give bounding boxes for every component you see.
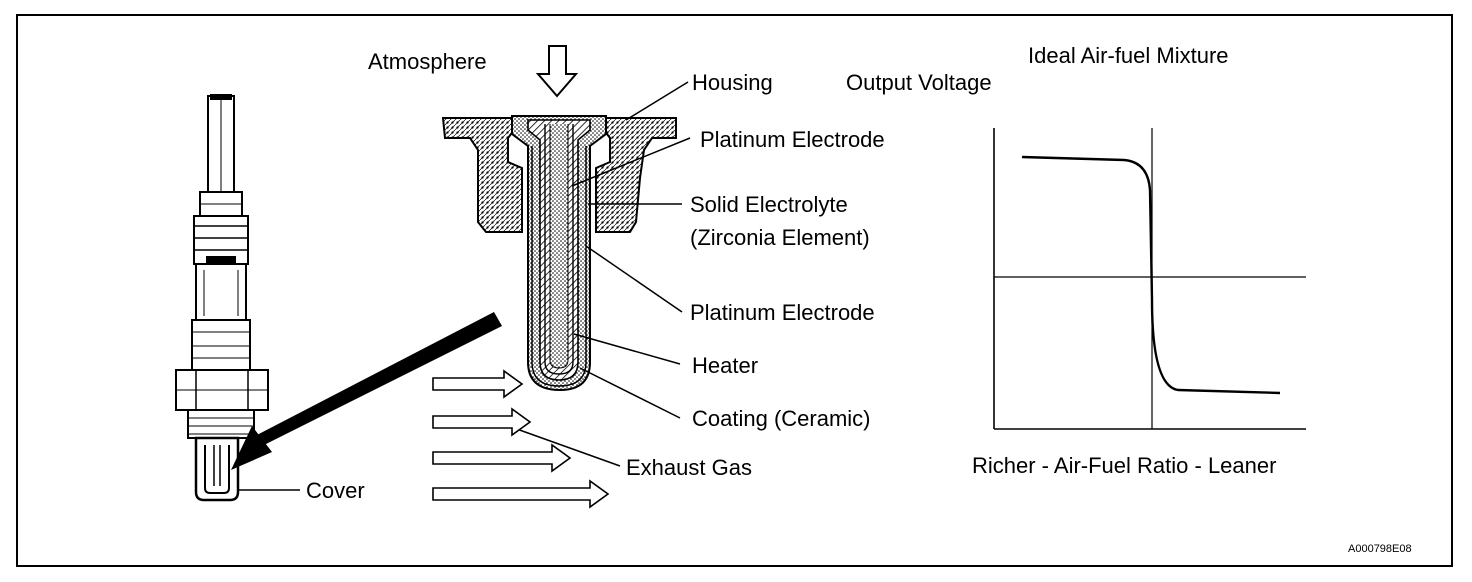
solid-electrolyte-label: Solid Electrolyte — [690, 192, 848, 217]
sensor-cross-section — [441, 115, 677, 392]
exhaust-arrow-icon — [432, 407, 532, 437]
platinum-electrode-inner-label: Platinum Electrode — [690, 300, 875, 325]
exhaust-arrow-icon — [432, 479, 610, 509]
exhaust-arrow-icon — [432, 443, 572, 473]
exhaust-arrow-icon — [432, 369, 524, 399]
air-fuel-ratio-label: Richer - Air-Fuel Ratio - Leaner — [972, 453, 1277, 478]
cover-label: Cover — [306, 478, 365, 503]
oxygen-sensor-illustration — [175, 94, 269, 502]
figure-code: A000798E08 — [1348, 543, 1412, 555]
coating-label: Coating (Ceramic) — [692, 406, 871, 431]
diagram-frame — [16, 14, 1453, 567]
atmosphere-label: Atmosphere — [368, 49, 487, 74]
heater-label: Heater — [692, 353, 759, 378]
exhaust-gas-label: Exhaust Gas — [626, 455, 752, 480]
atmosphere-arrow-icon — [535, 45, 579, 98]
platinum-electrode-outer-label: Platinum Electrode — [700, 127, 885, 152]
voltage-curve — [1021, 155, 1281, 395]
ideal-mixture-label: Ideal Air-fuel Mixture — [1028, 43, 1229, 68]
cross-section-leader-lines — [513, 81, 691, 467]
output-voltage-graph — [993, 128, 1306, 430]
pointer-arrow — [231, 312, 502, 470]
zirconia-element-label: (Zirconia Element) — [690, 225, 870, 250]
output-voltage-label: Output Voltage — [846, 70, 992, 95]
housing-label: Housing — [692, 70, 773, 95]
exhaust-gas-arrows — [432, 369, 610, 509]
